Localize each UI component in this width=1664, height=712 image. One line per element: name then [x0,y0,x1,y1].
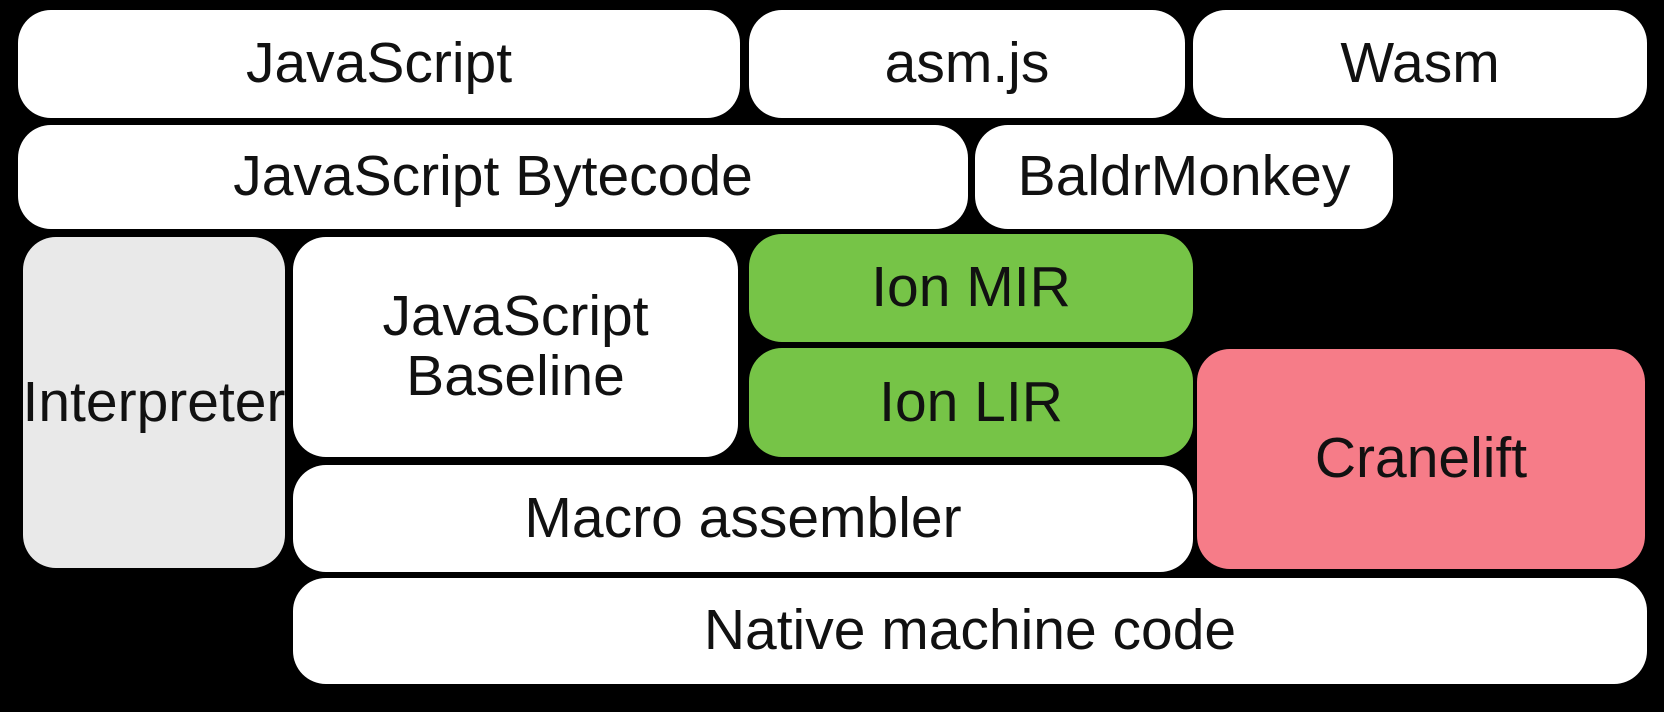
node-baldrmonkey: BaldrMonkey [975,125,1393,229]
node-cranelift-label: Cranelift [1314,426,1528,491]
node-cranelift: Cranelift [1197,349,1645,569]
node-ion-mir: Ion MIR [749,234,1193,342]
node-asmjs: asm.js [749,10,1185,118]
node-javascript: JavaScript [18,10,740,118]
node-ion-mir-label: Ion MIR [871,255,1071,320]
node-baldrmonkey-label: BaldrMonkey [1017,144,1351,209]
node-macro-assembler: Macro assembler [293,465,1193,572]
node-wasm: Wasm [1193,10,1647,118]
node-ion-lir-label: Ion LIR [879,369,1063,434]
node-native-machine-code: Native machine code [293,578,1647,684]
node-javascript-baseline-label: JavaScript Baseline [382,284,649,408]
node-native-machine-code-label: Native machine code [703,598,1237,663]
node-javascript-bytecode-label: JavaScript Bytecode [233,144,753,209]
node-javascript-label: JavaScript [245,31,513,96]
node-javascript-bytecode: JavaScript Bytecode [18,125,968,229]
node-wasm-label: Wasm [1340,31,1500,96]
node-interpreter-label: Interpreter [22,369,286,434]
node-macro-assembler-label: Macro assembler [524,485,962,550]
node-asmjs-label: asm.js [884,31,1050,96]
node-javascript-baseline: JavaScript Baseline [293,237,738,457]
node-interpreter: Interpreter [23,237,285,568]
node-ion-lir: Ion LIR [749,348,1193,457]
